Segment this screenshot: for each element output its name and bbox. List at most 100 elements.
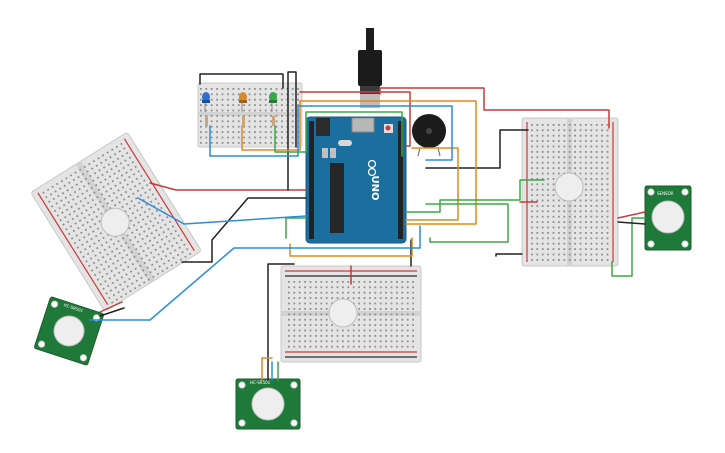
- breadboard-hole: [288, 345, 290, 348]
- breadboard-hole: [288, 302, 290, 305]
- breadboard-hole: [309, 281, 312, 283]
- breadboard-hole: [606, 178, 609, 180]
- led-orange: [239, 92, 247, 112]
- breadboard-hole: [298, 291, 301, 294]
- breadboard-hole: [259, 109, 262, 112]
- breadboard-hole: [568, 226, 571, 229]
- breadboard-hole: [248, 115, 251, 117]
- breadboard-hole: [227, 93, 229, 96]
- breadboard-hole: [568, 232, 571, 234]
- breadboard-hole: [585, 140, 587, 142]
- breadboard-hole: [124, 190, 128, 194]
- breadboard-hole: [110, 250, 114, 253]
- breadboard-hole: [175, 261, 178, 264]
- breadboard-hole: [46, 188, 50, 191]
- breadboard-hole: [200, 120, 202, 123]
- breadboard-hole: [102, 185, 105, 189]
- breadboard-hole: [83, 165, 86, 169]
- breadboard-hole: [606, 199, 609, 202]
- breadboard-hole: [237, 136, 240, 139]
- breadboard-hole: [406, 281, 409, 283]
- breadboard-hole: [291, 109, 294, 112]
- breadboard-hole: [396, 286, 398, 289]
- breadboard-hole: [159, 245, 162, 249]
- breadboard-hole: [558, 134, 560, 137]
- breadboard-hole: [579, 237, 582, 240]
- breadboard-hole: [259, 104, 262, 106]
- breadboard-hole: [55, 202, 58, 205]
- breadboard-hole: [547, 194, 549, 196]
- breadboard-hole: [574, 156, 576, 159]
- breadboard-hole: [606, 188, 609, 191]
- breadboard-hole: [127, 246, 131, 249]
- breadboard-hole: [536, 178, 539, 180]
- breadboard-hole: [585, 134, 587, 137]
- breadboard-hole: [221, 115, 224, 117]
- breadboard-hole: [146, 215, 149, 218]
- wire-orange: [241, 100, 477, 225]
- breadboard-hole: [97, 157, 100, 160]
- breadboard-hole: [129, 270, 133, 273]
- breadboard-hole: [606, 140, 609, 142]
- breadboard-hole: [352, 291, 355, 294]
- breadboard-hole: [254, 142, 256, 144]
- breadboard-hole: [137, 221, 140, 224]
- breadboard-hole: [200, 131, 202, 133]
- breadboard-hole: [210, 104, 213, 106]
- breadboard-hole: [552, 151, 555, 153]
- breadboard-hole: [293, 318, 296, 321]
- breadboard-hole: [347, 297, 350, 299]
- breadboard-hole: [210, 109, 213, 112]
- breadboard-hole: [363, 286, 366, 289]
- breadboard-hole: [100, 161, 103, 165]
- breadboard-hole: [552, 259, 555, 261]
- breadboard-hole: [61, 211, 64, 214]
- breadboard-hole: [379, 297, 382, 299]
- breadboard-hole: [102, 236, 105, 240]
- breadboard-hole: [293, 281, 296, 283]
- breadboard-hole: [85, 189, 89, 193]
- breadboard-hole: [320, 329, 323, 332]
- breadboard-hole: [151, 212, 154, 216]
- breadboard-hole: [536, 183, 539, 186]
- breadboard-hole: [325, 313, 328, 316]
- breadboard-hole: [92, 179, 95, 182]
- breadboard-hole: [585, 205, 587, 207]
- breadboard-hole: [97, 258, 100, 262]
- breadboard-hole: [92, 230, 95, 233]
- breadboard-hole: [136, 260, 139, 263]
- breadboard-hole: [90, 218, 94, 221]
- pir-left-label: HC-SR501: [63, 302, 84, 313]
- breadboard-hole: [145, 234, 149, 238]
- breadboard-hole: [118, 181, 122, 185]
- breadboard-hole: [563, 237, 566, 240]
- breadboard-hole: [390, 313, 393, 316]
- breadboard-hole: [210, 125, 213, 128]
- breadboard-hole: [288, 281, 290, 283]
- breadboard-hole: [606, 205, 609, 207]
- breadboard-hole: [352, 329, 355, 332]
- breadboard-hole: [595, 140, 598, 142]
- breadboard-hole: [94, 203, 97, 206]
- wire-green: [405, 179, 545, 213]
- breadboard-hole: [153, 236, 156, 240]
- breadboard-hole: [531, 226, 533, 229]
- breadboard-hole: [396, 297, 398, 299]
- breadboard-hole: [406, 345, 409, 348]
- breadboard-hole: [390, 340, 393, 343]
- breadboard-hole: [390, 281, 393, 283]
- breadboard-hole: [401, 297, 404, 299]
- breadboard-hole: [135, 248, 138, 251]
- breadboard-hole: [552, 199, 555, 202]
- breadboard-hole: [115, 145, 119, 149]
- breadboard-hole: [103, 248, 107, 252]
- breadboard-hole: [590, 205, 593, 207]
- breadboard-hole: [62, 223, 65, 226]
- breadboard-hole: [531, 210, 533, 213]
- breadboard-hole: [291, 136, 294, 139]
- breadboard-hole: [536, 134, 539, 137]
- breadboard-hole: [111, 179, 115, 183]
- breadboard-hole: [147, 246, 150, 250]
- breadboard-hole: [291, 93, 294, 96]
- breadboard-hole: [568, 161, 571, 164]
